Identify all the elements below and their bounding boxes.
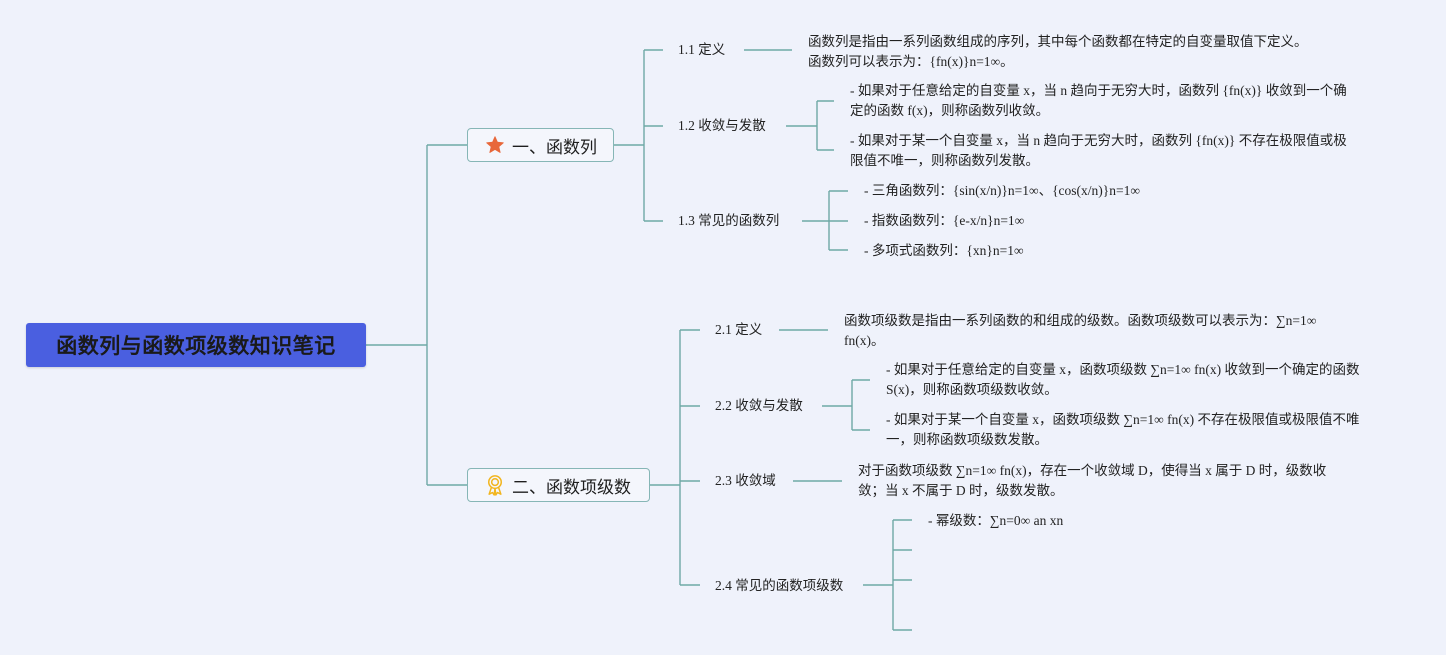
root-node[interactable]: 函数列与函数项级数知识笔记: [26, 323, 366, 367]
branch2-title: 二、函数项级数: [512, 477, 631, 498]
leaf-1-1-definition-text: 函数列是指由一系列函数组成的序列，其中每个函数都在特定的自变量取值下定义。函数列…: [808, 34, 1308, 69]
leaf-2-2-convergence-text: - 如果对于任意给定的自变量 x，函数项级数 ∑n=1∞ fn(x) 收敛到一个…: [886, 362, 1360, 397]
subtopic-2-3-convergence-domain[interactable]: 2.3 收敛域: [715, 473, 776, 488]
root-title: 函数列与函数项级数知识笔记: [56, 334, 336, 358]
subtopic-1-2-convergence[interactable]: 1.2 收敛与发散: [678, 118, 766, 133]
leaf-1-2-divergence-text: - 如果对于某一个自变量 x，当 n 趋向于无穷大时，函数列 {fn(x)} 不…: [850, 133, 1347, 168]
leaf-2-4-power-series: - 幂级数：∑n=0∞ an xn: [928, 513, 1064, 528]
subtopic-2-2-convergence[interactable]: 2.2 收敛与发散: [715, 398, 803, 413]
subtopic-1-1-definition[interactable]: 1.1 定义: [678, 42, 726, 57]
leaf-1-3-exp-sequence: - 指数函数列：{e-x/n}n=1∞: [864, 213, 1025, 228]
leaf-1-3-trig-sequence: - 三角函数列：{sin(x/n)}n=1∞、{cos(x/n)}n=1∞: [864, 183, 1140, 198]
subtopic-1-3-common-sequences[interactable]: 1.3 常见的函数列: [678, 213, 780, 228]
leaf-2-1-definition-text: 函数项级数是指由一系列函数的和组成的级数。函数项级数可以表示为：∑n=1∞ fn…: [844, 313, 1317, 348]
leaf-1-2-convergence-text: - 如果对于任意给定的自变量 x，当 n 趋向于无穷大时，函数列 {fn(x)}…: [850, 83, 1347, 118]
branch-node-function-series[interactable]: 二、函数项级数: [467, 468, 650, 502]
branch1-title: 一、函数列: [512, 137, 597, 158]
branch-node-function-sequence[interactable]: 一、函数列: [467, 128, 614, 162]
subtopic-2-4-common-series[interactable]: 2.4 常见的函数项级数: [715, 578, 844, 593]
leaf-2-3-domain-text: 对于函数项级数 ∑n=1∞ fn(x)，存在一个收敛域 D，使得当 x 属于 D…: [858, 463, 1327, 498]
leaf-2-2-divergence-text: - 如果对于某一个自变量 x，函数项级数 ∑n=1∞ fn(x) 不存在极限值或…: [886, 412, 1360, 447]
leaf-1-3-poly-sequence: - 多项式函数列：{xn}n=1∞: [864, 243, 1024, 258]
award-ribbon-icon: [484, 474, 506, 496]
star-icon: [484, 134, 506, 156]
subtopic-2-1-definition[interactable]: 2.1 定义: [715, 322, 763, 337]
